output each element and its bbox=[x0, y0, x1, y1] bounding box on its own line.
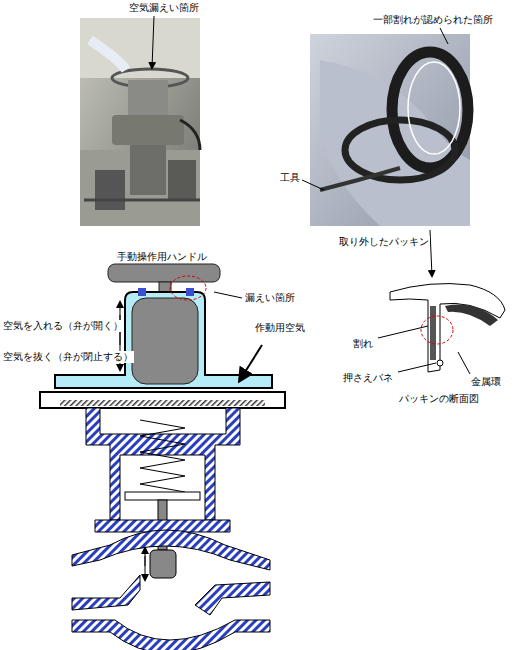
label: 空気漏えい箇所 bbox=[128, 2, 200, 14]
label: 空気を抜く（弁が閉止する） bbox=[2, 351, 134, 363]
label: 金属環 bbox=[470, 376, 502, 388]
label: 押さえバネ bbox=[342, 372, 394, 384]
photo-valve bbox=[80, 18, 200, 226]
label: 作動用空気 bbox=[254, 322, 306, 334]
label: 空気を入れる（弁が開く） bbox=[2, 320, 124, 332]
photo-packing bbox=[310, 34, 470, 226]
label: 手動操作用ハンドル bbox=[116, 251, 208, 263]
label: パッキンの断面図 bbox=[398, 393, 480, 405]
label: 一部割れが認められた箇所 bbox=[372, 14, 494, 26]
packing-section bbox=[378, 284, 505, 374]
label: 漏えい箇所 bbox=[244, 292, 296, 304]
label: 割れ bbox=[352, 338, 374, 350]
label: 取り外したパッキン bbox=[338, 236, 430, 248]
label: 工具 bbox=[279, 172, 301, 184]
